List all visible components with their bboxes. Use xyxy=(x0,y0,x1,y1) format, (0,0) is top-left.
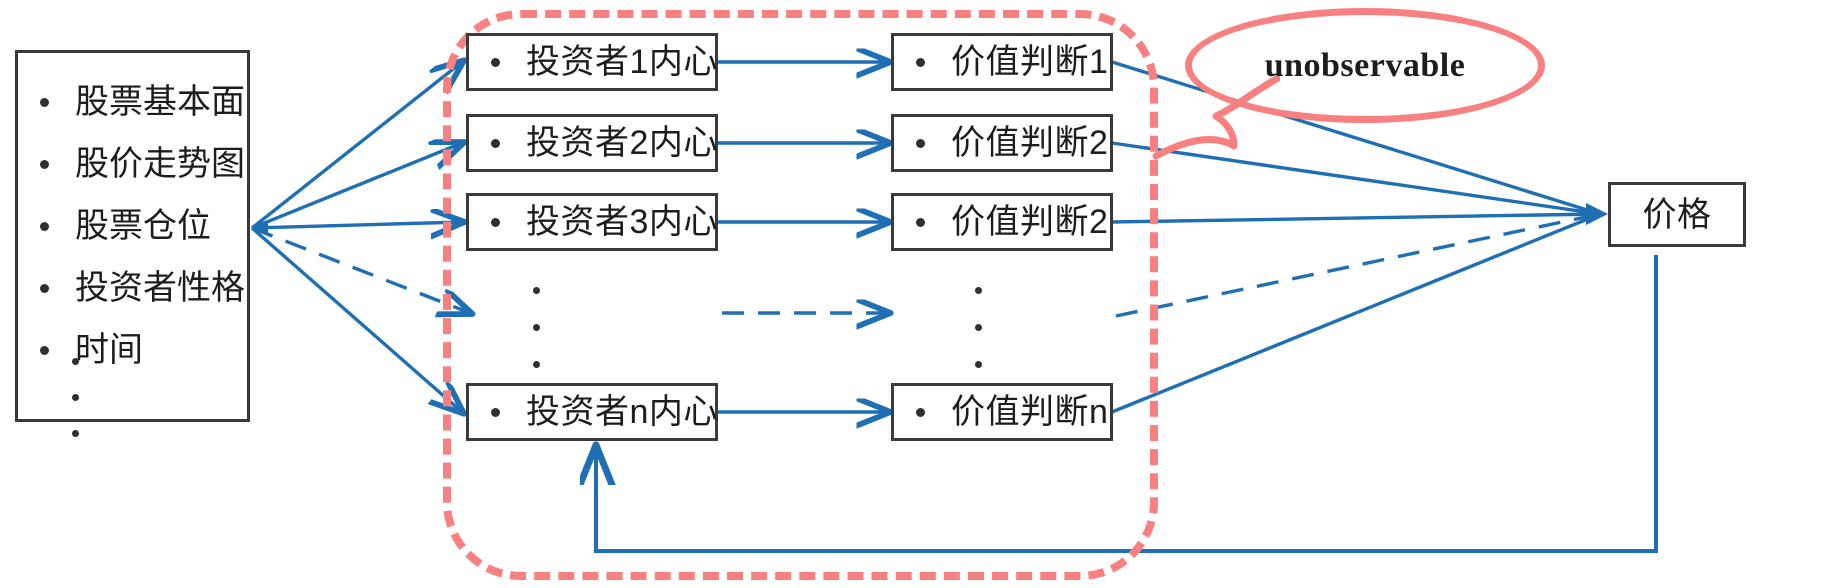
price-box[interactable]: 价格 xyxy=(1608,182,1746,247)
judgment-label: 价值判断2 xyxy=(951,124,1109,162)
judgment-label: 价值判断n xyxy=(951,393,1109,431)
unobservable-callout: unobservable xyxy=(1185,8,1545,123)
investor-label: 投资者2内心 xyxy=(526,124,718,162)
price-arrowhead xyxy=(1586,203,1608,225)
edge-inputs-to-ellipsis xyxy=(251,226,470,313)
input-item-label: 股票基本面 xyxy=(75,83,245,121)
bullet-icon xyxy=(40,97,49,107)
observable-inputs-panel: 股票基本面 股价走势图 股票仓位 投资者性格 时间 xyxy=(15,50,250,422)
judgment-box-2[interactable]: 价值判断2 xyxy=(891,114,1113,172)
edge-judgmentn-to-price xyxy=(1111,212,1601,414)
bullet-icon xyxy=(491,57,500,67)
unobservable-label: unobservable xyxy=(1264,46,1466,84)
input-item-0: 股票基本面 xyxy=(18,71,247,133)
edge-inputs-to-investorn xyxy=(250,226,462,412)
investor-vertical-ellipsis-icon xyxy=(533,287,540,398)
edge-ellipsis-to-price xyxy=(1115,212,1601,318)
judgment-box-3[interactable]: 价值判断2 xyxy=(891,193,1113,251)
bullet-icon xyxy=(491,138,500,148)
input-item-4: 时间 xyxy=(18,319,247,381)
judgment-box-1[interactable]: 价值判断1 xyxy=(891,33,1113,91)
input-item-1: 股价走势图 xyxy=(18,133,247,195)
investor-box-1[interactable]: 投资者1内心 xyxy=(466,33,718,91)
bullet-icon xyxy=(916,407,925,417)
input-item-label: 时间 xyxy=(75,331,143,369)
bullet-icon xyxy=(40,221,49,231)
bullet-icon xyxy=(491,217,500,227)
bullet-icon xyxy=(916,138,925,148)
judgment-vertical-ellipsis-icon xyxy=(975,287,982,398)
bullet-icon xyxy=(40,345,49,355)
input-item-label: 股价走势图 xyxy=(75,145,245,183)
unobservable-region-boundary xyxy=(443,10,1158,580)
inputs-vertical-ellipsis-icon xyxy=(72,358,79,466)
judgment-label: 价值判断2 xyxy=(951,203,1109,241)
edge-inputs-to-investor2 xyxy=(251,143,462,230)
input-item-label: 股票仓位 xyxy=(75,207,211,245)
bullet-icon xyxy=(491,407,500,417)
fan-origin-marker xyxy=(252,220,268,236)
investor-label: 投资者1内心 xyxy=(526,43,718,81)
input-item-2: 股票仓位 xyxy=(18,195,247,257)
edge-judgment2-to-price xyxy=(1111,141,1601,216)
investor-label: 投资者3内心 xyxy=(526,203,718,241)
investor-box-n[interactable]: 投资者n内心 xyxy=(466,383,718,441)
bullet-icon xyxy=(40,159,49,169)
judgment-label: 价值判断1 xyxy=(951,43,1109,81)
input-item-label: 投资者性格 xyxy=(75,269,245,307)
investor-box-2[interactable]: 投资者2内心 xyxy=(466,114,718,172)
bullet-icon xyxy=(916,217,925,227)
edge-inputs-to-investor3 xyxy=(251,222,462,228)
edge-inputs-to-investor1 xyxy=(250,62,462,230)
bullet-icon xyxy=(40,283,49,293)
investor-label: 投资者n内心 xyxy=(526,393,718,431)
investor-box-3[interactable]: 投资者3内心 xyxy=(466,193,718,251)
price-label: 价格 xyxy=(1642,195,1712,234)
judgment-box-n[interactable]: 价值判断n xyxy=(891,383,1113,441)
bullet-icon xyxy=(916,57,925,67)
edge-judgment3-to-price xyxy=(1111,212,1601,224)
input-item-3: 投资者性格 xyxy=(18,257,247,319)
